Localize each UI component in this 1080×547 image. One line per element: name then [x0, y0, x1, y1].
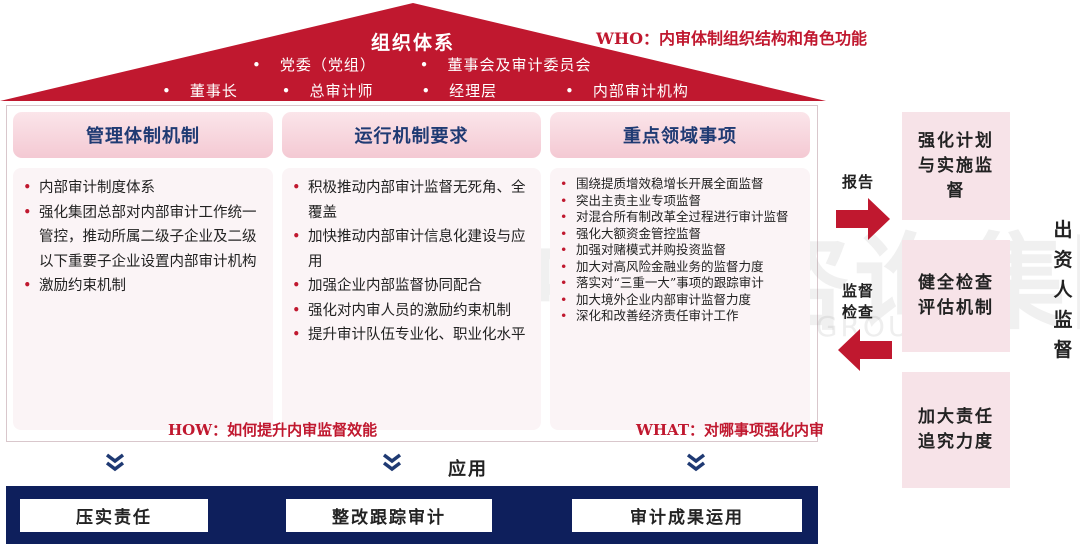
how-label: HOW：如何提升内审监督效能: [168, 421, 378, 439]
roof-row-2: •董事长 •总审计师 •经理层 •内部审计机构: [162, 82, 689, 100]
side-box-accountability: 加大责任追究力度: [902, 372, 1010, 488]
list-item: 加大境外企业内部审计监督力度: [556, 292, 792, 309]
what-label: WHAT：对哪事项强化内审: [636, 421, 824, 439]
chevron-down-icon: [105, 453, 125, 472]
who-label: WHO：内审体制组织结构和角色功能: [596, 29, 868, 48]
right-arrow-icon: [836, 198, 890, 240]
bottom-item-responsibility: 压实责任: [20, 499, 208, 532]
roof-row-1: •党委（党组） •董事会及审计委员会: [252, 56, 592, 74]
roof-item-party-committee: 党委（党组）: [279, 56, 376, 74]
column-header-key-areas: 重点领域事项: [550, 112, 810, 158]
operation-list: 积极推动内部审计监督无死角、全覆盖 加快推动内部审计信息化建设与应用 加强企业内…: [288, 176, 526, 348]
list-item: 突出主责主业专项监督: [556, 193, 792, 210]
roof-item-chairman: 董事长: [189, 82, 238, 100]
roof-item-management: 经理层: [449, 82, 498, 100]
organization-roof: [0, 3, 826, 101]
roof-title: 组织体系: [370, 32, 455, 54]
apply-label: 应用: [448, 459, 488, 480]
list-item: 深化和改善经济责任审计工作: [556, 308, 792, 325]
list-item: 强化对内审人员的激励约束机制: [288, 299, 526, 324]
key-areas-list: 围绕提质增效稳增长开展全面监督 突出主责主业专项监督 对混合所有制改革全过程进行…: [556, 176, 792, 325]
list-item: 提升审计队伍专业化、职业化水平: [288, 323, 526, 348]
report-label: 报告: [841, 173, 874, 191]
column-header-operation: 运行机制要求: [282, 112, 541, 158]
list-item: 强化大额资金管控监督: [556, 226, 792, 243]
side-box-evaluation: 健全检查评估机制: [902, 240, 1010, 352]
list-item: 围绕提质增效稳增长开展全面监督: [556, 176, 792, 193]
bottom-item-results-usage: 审计成果运用: [572, 499, 802, 532]
investor-supervision-label: 出资人监督: [1053, 219, 1073, 361]
column-header-management: 管理体制机制: [13, 112, 273, 158]
left-arrow-icon: [838, 329, 892, 371]
roof-item-internal-audit: 内部审计机构: [592, 82, 689, 100]
list-item: 加大对高风险金融业务的监督力度: [556, 259, 792, 276]
bottom-item-rectification-audit: 整改跟踪审计: [286, 499, 492, 532]
side-box-text: 强化计划与实施监督: [918, 130, 994, 201]
list-item: 加强企业内部监督协同配合: [288, 274, 526, 299]
list-item: 强化集团总部对内部审计工作统一管控，推动所属二级子企业及二级以下重要子企业设置内…: [19, 201, 257, 275]
list-item: 激励约束机制: [19, 274, 257, 299]
chevron-down-icon: [382, 453, 402, 472]
side-box-text: 加大责任追究力度: [918, 407, 994, 452]
list-item: 落实对“三重一大”事项的跟踪审计: [556, 275, 792, 292]
roof-item-board: 董事会及审计委员会: [447, 56, 592, 74]
management-list: 内部审计制度体系 强化集团总部对内部审计工作统一管控，推动所属二级子企业及二级以…: [19, 176, 257, 299]
list-item: 内部审计制度体系: [19, 176, 257, 201]
list-item: 加强对赌模式并购投资监督: [556, 242, 792, 259]
side-box-text: 健全检查评估机制: [918, 273, 994, 318]
supervision-check-label: 监督检查: [841, 282, 874, 321]
roof-item-chief-auditor: 总审计师: [309, 82, 374, 100]
list-item: 加快推动内部审计信息化建设与应用: [288, 225, 526, 274]
list-item: 积极推动内部审计监督无死角、全覆盖: [288, 176, 526, 225]
list-item: 对混合所有制改革全过程进行审计监督: [556, 209, 792, 226]
side-box-plan-supervision: 强化计划与实施监督: [902, 112, 1010, 220]
chevron-down-icon: [686, 453, 706, 472]
